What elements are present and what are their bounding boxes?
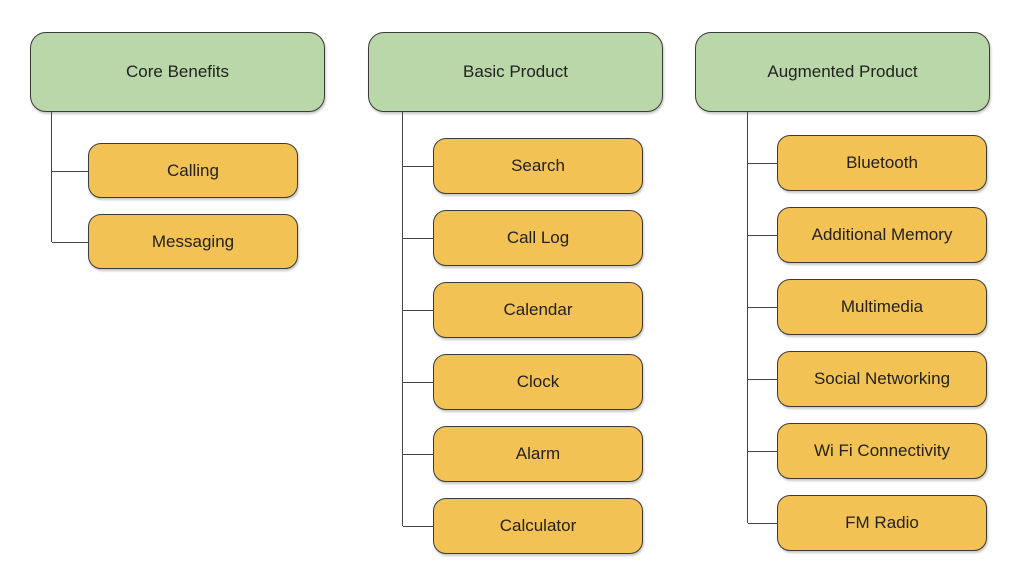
tree-node-item: Calculator [403,498,643,554]
group-header-core-benefits: Core Benefits [30,32,325,112]
tree-node-item: FM Radio [748,495,987,551]
tree-node-item: Bluetooth [748,135,987,191]
tree-node-item: Call Log [403,210,643,266]
group-header-basic-product: Basic Product [368,32,663,112]
tree-node-item: Messaging [52,214,298,269]
tree-node-item: Calling [52,143,298,198]
connector-trunk [51,112,52,242]
tree-node-item: Additional Memory [748,207,987,263]
tree-node-item: Social Networking [748,351,987,407]
tree-node-item: Calendar [403,282,643,338]
group-header-augmented-product: Augmented Product [695,32,990,112]
tree-node-item: Wi Fi Connectivity [748,423,987,479]
tree-node-item: Search [403,138,643,194]
tree-node-item: Alarm [403,426,643,482]
tree-node-item: Clock [403,354,643,410]
connector-trunk [747,112,748,523]
connector-trunk [402,112,403,526]
tree-node-item: Multimedia [748,279,987,335]
